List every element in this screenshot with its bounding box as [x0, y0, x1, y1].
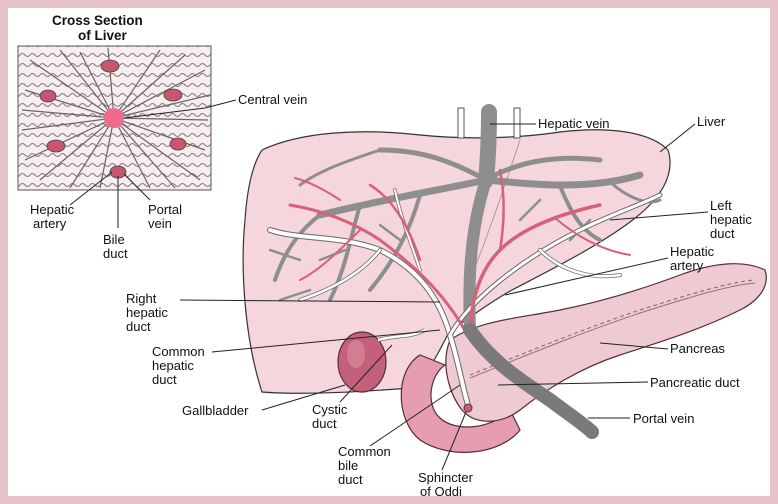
- label-cystic-duct-line-2: duct: [312, 416, 337, 431]
- label-hepatic-vein: Hepatic vein: [538, 116, 610, 131]
- label-left-hepatic-duct-line-3: duct: [710, 226, 735, 241]
- label-hepatic-artery-line-2: artery: [670, 258, 704, 273]
- label-common-bile-duct-line-1: Common: [338, 444, 391, 459]
- label-right-hepatic-duct-line-3: duct: [126, 319, 151, 334]
- label-common-bile-duct-line-3: duct: [338, 472, 363, 487]
- label-inset-portal-vein-line-2: vein: [148, 216, 172, 231]
- label-left-hepatic-duct-line-1: Left: [710, 198, 732, 213]
- label-inset-portal-vein-line-1: Portal: [148, 202, 182, 217]
- label-pancreatic-duct: Pancreatic duct: [650, 375, 740, 390]
- label-hepatic-artery-line-1: Hepatic: [670, 244, 715, 259]
- label-left-hepatic-duct-line-2: hepatic: [710, 212, 752, 227]
- central-vein-dot: [104, 108, 124, 128]
- label-gallbladder: Gallbladder: [182, 403, 249, 418]
- label-cystic-duct-line-1: Cystic: [312, 402, 348, 417]
- label-pancreas: Pancreas: [670, 341, 725, 356]
- label-common-hepatic-duct-line-3: duct: [152, 372, 177, 387]
- label-common-hepatic-duct-line-1: Common: [152, 344, 205, 359]
- label-portal-vein: Portal vein: [633, 411, 694, 426]
- label-sphincter-line-1: Sphincter: [418, 470, 474, 485]
- label-inset-hepatic-artery-line-1: Hepatic: [30, 202, 75, 217]
- sphincter-of-oddi: [464, 404, 472, 412]
- label-common-bile-duct-line-2: bile: [338, 458, 358, 473]
- label-inset-bile-duct-line-2: duct: [103, 246, 128, 261]
- label-sphincter-line-2: of Oddi: [420, 484, 462, 499]
- label-inset-bile-duct-line-1: Bile: [103, 232, 125, 247]
- inset-title-line-2: of Liver: [78, 28, 128, 43]
- label-common-hepatic-duct-line-2: hepatic: [152, 358, 194, 373]
- label-inset-hepatic-artery-line-2: artery: [33, 216, 67, 231]
- liver-cross-section-inset: [18, 46, 211, 190]
- label-right-hepatic-duct-line-2: hepatic: [126, 305, 168, 320]
- inset-title-line-1: Cross Section: [52, 13, 143, 28]
- label-central-vein: Central vein: [238, 92, 307, 107]
- label-liver: Liver: [697, 114, 726, 129]
- label-right-hepatic-duct-line-1: Right: [126, 291, 157, 306]
